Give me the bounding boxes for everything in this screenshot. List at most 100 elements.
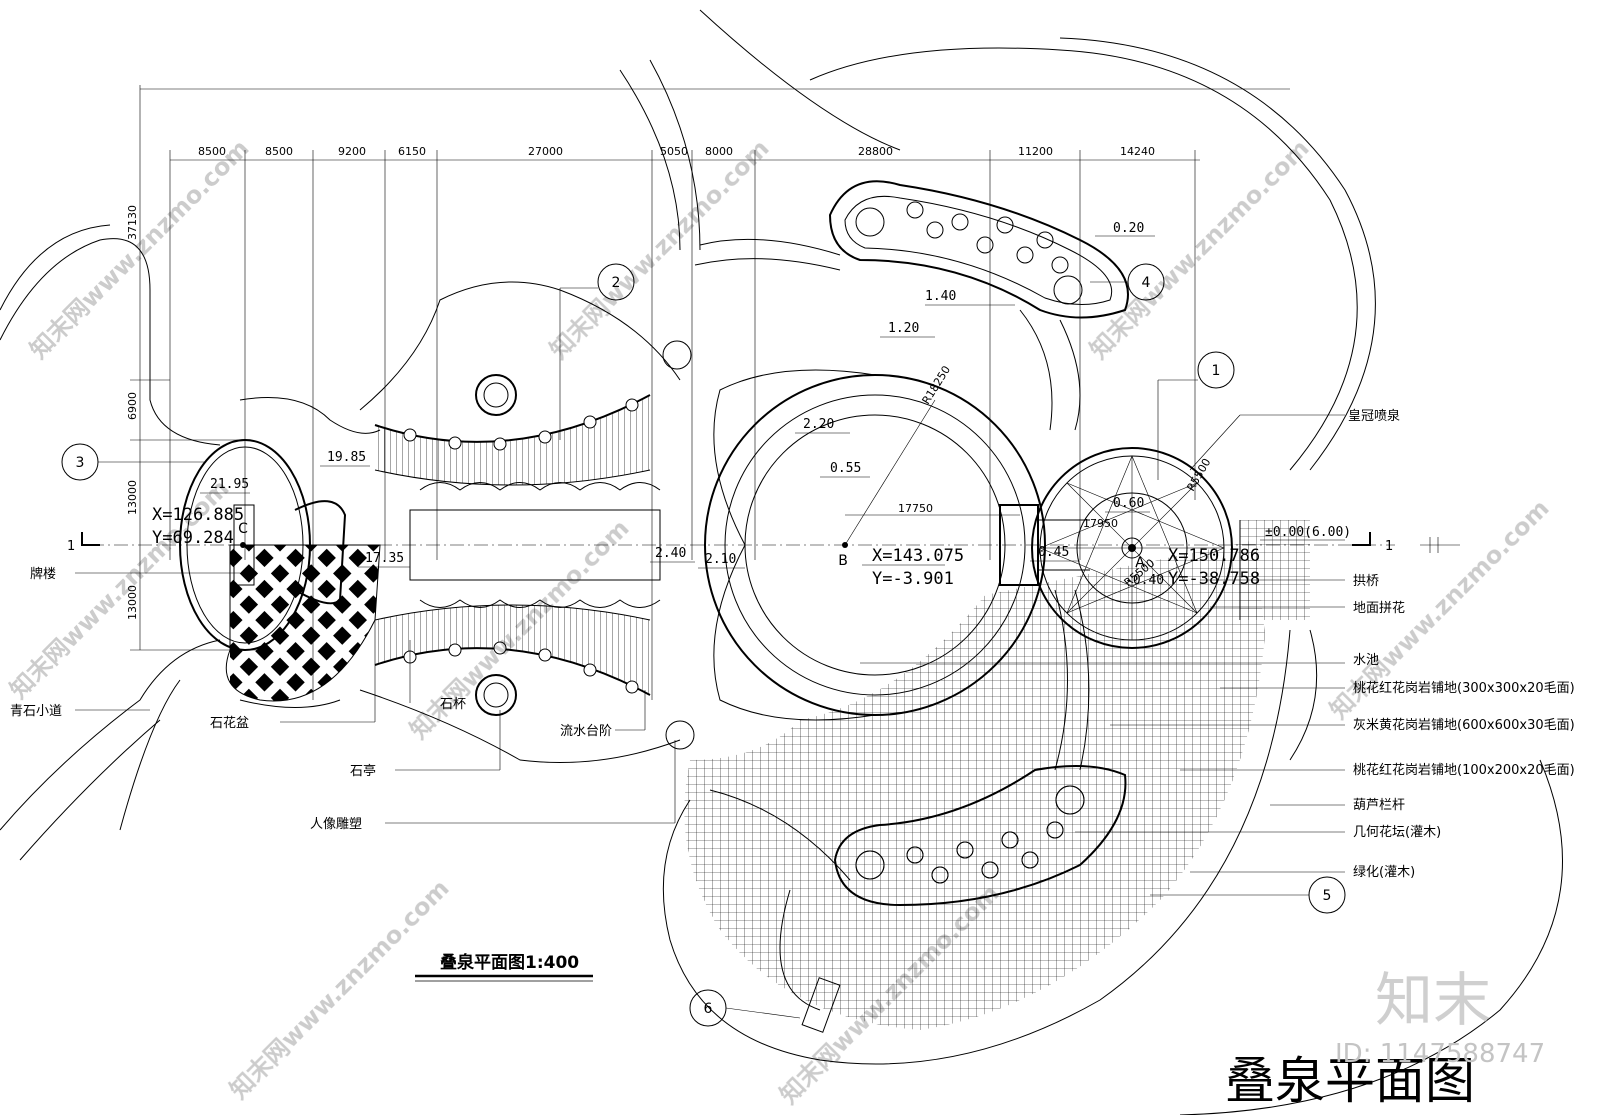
legend-label: 石花盆 xyxy=(210,715,249,731)
watermark-id: ID: 1147588747 xyxy=(1335,1039,1545,1069)
marker-number: 4 xyxy=(1142,275,1151,291)
crown-fountain xyxy=(1031,447,1233,649)
marker-number: 2 xyxy=(612,275,621,291)
dimension-label: 6150 xyxy=(398,145,426,158)
elevation-label: 17.35 xyxy=(365,551,404,566)
east-paving xyxy=(1240,520,1310,620)
section-marker-3: 3 xyxy=(61,443,205,481)
scale-title: 叠泉平面图1:400 xyxy=(415,952,593,982)
marker-number: 3 xyxy=(76,455,85,471)
section-line-label: 1 xyxy=(67,539,75,554)
legend-label: 水池 xyxy=(1353,653,1379,668)
north-planter xyxy=(694,180,1129,431)
coordinate-x: X=126.885 xyxy=(152,505,244,525)
legend-label: 石杯 xyxy=(440,697,466,712)
left-dimension-line: 37130 6900 13000 13000 xyxy=(126,85,260,651)
coordinate-y: Y=-38.758 xyxy=(1168,569,1260,589)
section-marker-4: 4 xyxy=(1090,263,1165,301)
radius-label: R5500 xyxy=(1184,456,1213,493)
elevation-label: 2.40 xyxy=(655,546,686,561)
dimension-label: 17750 xyxy=(898,502,933,515)
dimension-label: 14240 xyxy=(1120,145,1155,158)
coordinate-point-b: B X=143.075 Y=-3.901 xyxy=(838,546,964,589)
legend-label: 几何花坛(灌木) xyxy=(1353,824,1441,840)
top-dimension-line xyxy=(140,88,1290,700)
dimension-label: 13000 xyxy=(126,480,139,515)
dimension-label: 17950 xyxy=(1083,517,1118,530)
marker-number: 1 xyxy=(1212,363,1221,379)
watermark-logo: 知末 xyxy=(1375,966,1491,1034)
top-dimension-labels: 8500 8500 9200 6150 27000 5050 8000 2880… xyxy=(198,145,1155,158)
legend-label: 绿化(灌木) xyxy=(1353,865,1415,880)
legend-label: 拱桥 xyxy=(1353,574,1379,589)
coordinate-x: X=143.075 xyxy=(872,546,964,566)
section-marker-6: 6 xyxy=(689,989,801,1027)
elevation-label: 19.85 xyxy=(327,450,366,465)
dimension-label: 6900 xyxy=(126,392,139,420)
elevation-label: 0.20 xyxy=(1113,221,1144,236)
point-label: A xyxy=(1135,555,1145,571)
dimension-label: 28800 xyxy=(858,145,893,158)
coordinate-point-c: C X=126.885 Y=69.284 xyxy=(152,505,248,548)
granite-paving xyxy=(684,540,1265,1030)
watermark-text: 知末网www.znzmo.com xyxy=(24,134,254,364)
watermark-text: 知末网www.znzmo.com xyxy=(224,874,454,1104)
legend-label: 人像雕塑 xyxy=(310,817,362,832)
elevation-marks: 0.20 1.40 1.20 2.20 0.55 21.95 19.85 17.… xyxy=(200,221,1351,588)
section-marker-1: 1 xyxy=(1157,351,1235,480)
dimension-label: 5050 xyxy=(660,145,688,158)
dimension-label: 11200 xyxy=(1018,145,1053,158)
watermark-text: 知末网www.znzmo.com xyxy=(1084,134,1314,364)
legend-label: 桃花红花岗岩铺地(100x200x20毛面) xyxy=(1353,762,1575,778)
point-label: B xyxy=(838,553,848,569)
section-line-label: 1 xyxy=(1385,539,1393,554)
radius-label: R18250 xyxy=(920,364,954,407)
dimension-label: 27000 xyxy=(528,145,563,158)
legend-label: 石亭 xyxy=(350,763,376,779)
coordinate-x: X=150.786 xyxy=(1168,546,1260,566)
elevation-label: ±0.00(6.00) xyxy=(1265,525,1351,540)
dimension-label: 8500 xyxy=(198,145,226,158)
left-legend: 牌楼 青石小道 石花盆 石亭 人像雕塑 石杯 流水台阶 xyxy=(10,566,676,832)
marker-number: 6 xyxy=(704,1001,713,1017)
elevation-label: 1.20 xyxy=(888,321,919,336)
elevation-label: 1.40 xyxy=(925,289,956,304)
dimension-label: 13000 xyxy=(126,585,139,620)
watermark-text: 知末网www.znzmo.com xyxy=(544,134,774,364)
dimension-label: 8500 xyxy=(265,145,293,158)
scale-title-text: 叠泉平面图1:400 xyxy=(440,952,579,973)
legend-label: 桃花红花岗岩铺地(300x300x20毛面) xyxy=(1353,680,1575,696)
elevation-label: -0.40 xyxy=(1125,573,1164,588)
coordinate-y: Y=-3.901 xyxy=(872,569,954,589)
section-marker-5: 5 xyxy=(1150,876,1346,914)
legend-label: 灰米黄花岗岩铺地(600x600x30毛面) xyxy=(1353,717,1575,733)
watermark-text: 知末网www.znzmo.com xyxy=(4,474,234,704)
dimension-label: 37130 xyxy=(126,205,139,240)
legend-label: 地面拼花 xyxy=(1353,600,1405,616)
south-steps xyxy=(801,977,841,1033)
section-line-1: 1 1 xyxy=(67,532,1460,554)
marker-number: 5 xyxy=(1323,888,1332,904)
point-label: C xyxy=(238,521,248,537)
elevation-label: 2.10 xyxy=(705,552,736,567)
right-legend: 皇冠喷泉 拱桥 地面拼花 水池 桃花红花岗岩铺地(300x300x20毛面) 灰… xyxy=(860,408,1575,880)
drawing-title: 叠泉平面图 xyxy=(1225,1052,1475,1110)
elevation-label: 0.45 xyxy=(1038,545,1069,560)
dimension-label: 8000 xyxy=(705,145,733,158)
bluestone-path xyxy=(0,224,221,861)
dimension-label: 9200 xyxy=(338,145,366,158)
elevation-label: 0.55 xyxy=(830,461,861,476)
legend-label: 青石小道 xyxy=(10,704,62,719)
legend-label: 葫芦栏杆 xyxy=(1353,798,1405,813)
elevation-label: 2.20 xyxy=(803,417,834,432)
legend-label: 皇冠喷泉 xyxy=(1348,408,1400,424)
site-boundary xyxy=(619,9,1563,1115)
legend-label: 牌楼 xyxy=(30,566,56,582)
coordinate-y: Y=69.284 xyxy=(152,528,234,548)
section-marker-2: 2 xyxy=(559,263,635,440)
legend-label: 流水台阶 xyxy=(560,724,612,739)
coordinate-point-a: A X=150.786 Y=-38.758 xyxy=(1135,546,1260,589)
elevation-label: 21.95 xyxy=(210,477,249,492)
elevation-label: 0.60 xyxy=(1113,496,1144,511)
